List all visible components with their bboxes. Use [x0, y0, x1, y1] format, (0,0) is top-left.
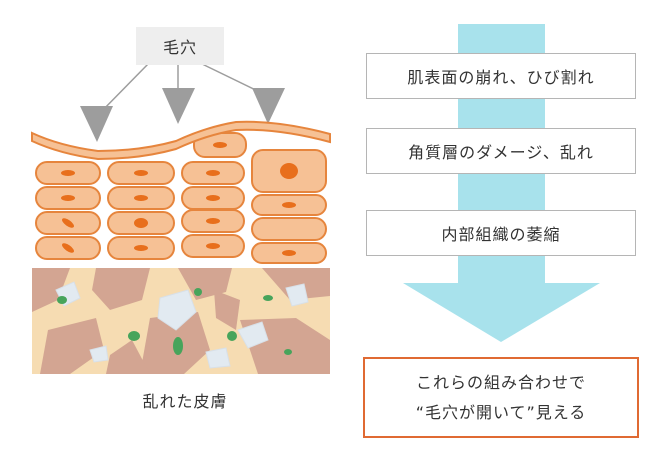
skin-cross-section-diagram	[31, 61, 331, 374]
pore-arrow-2	[162, 88, 195, 124]
cell-nucleus	[282, 250, 296, 256]
pore-arrowheads	[80, 88, 285, 142]
skin-diagram-caption: 乱れた皮膚	[142, 392, 228, 411]
cell-nucleus	[134, 170, 148, 176]
dermis-layer	[32, 268, 330, 374]
cell-nucleus	[134, 245, 148, 251]
result-line-1: これらの組み合わせで	[415, 372, 586, 392]
cell-nucleus	[62, 243, 74, 253]
cell-nucleus	[206, 218, 220, 224]
cell-nucleus	[134, 195, 148, 201]
result-line-2: “毛穴が開いて”見える	[415, 402, 587, 422]
cell-nucleus	[213, 142, 227, 148]
skin-surface-layer	[31, 120, 331, 161]
cell-nucleus	[206, 170, 220, 176]
cause-step-tissue-atrophy: 内部組織の萎縮	[366, 210, 636, 256]
pore-arrow-1	[80, 106, 113, 142]
cell-nucleus	[206, 195, 220, 201]
pore-arrow-3	[252, 88, 285, 124]
cell-nucleus	[61, 195, 75, 201]
cell-nucleus	[280, 163, 298, 179]
cell-nucleus	[206, 243, 220, 249]
pore-label: 毛穴	[136, 27, 224, 65]
cause-step-stratum-corneum-damage: 角質層のダメージ、乱れ	[366, 128, 636, 174]
cell-nucleus	[62, 218, 74, 228]
keratinocyte-cells	[35, 132, 327, 264]
cause-step-surface-cracks: 肌表面の崩れ、ひび割れ	[366, 53, 636, 99]
cell-nucleus	[134, 218, 148, 228]
skin-cell	[251, 217, 327, 241]
result-box: これらの組み合わせで “毛穴が開いて”見える	[363, 357, 639, 438]
cell-nucleus	[61, 170, 75, 176]
cell-nucleus	[282, 202, 296, 208]
